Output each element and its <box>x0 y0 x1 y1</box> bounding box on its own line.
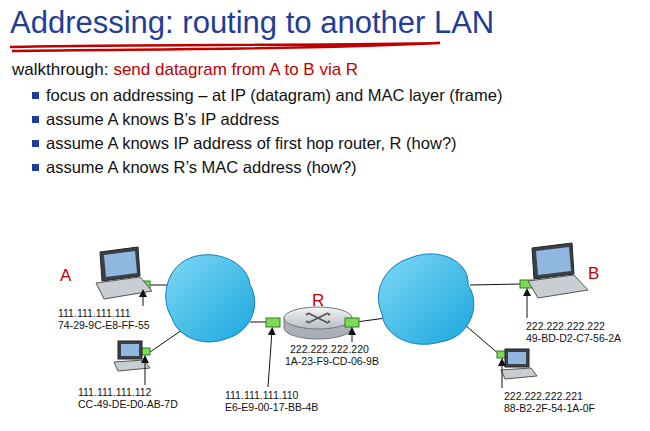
mac-address: E6-E9-00-17-BB-4B <box>225 401 318 413</box>
laptop-icon <box>528 243 588 298</box>
bullet-text: assume A knows R’s MAC address (how?) <box>46 158 357 177</box>
mac-address: 88-B2-2F-54-1A-0F <box>504 402 595 414</box>
bullet-text: focus on addressing – at IP (datagram) a… <box>46 86 502 105</box>
bullet-marker <box>32 92 39 99</box>
ip-address: 222.222.222.222 <box>526 320 605 332</box>
intro-text: send datagram from A to B via R <box>113 60 358 80</box>
mac-address: 49-BD-D2-C7-56-2A <box>526 332 621 344</box>
ip-address: 111.111.111.110 <box>225 389 298 401</box>
lan-cloud <box>166 255 255 342</box>
router-icon <box>284 307 352 339</box>
lan-cloud <box>378 254 473 344</box>
intro-text: walkthrough: <box>12 60 108 80</box>
ip-address: 111.111.111.112 <box>78 386 151 398</box>
slide-title: Addressing: routing to another LAN <box>10 5 494 41</box>
mac-address: 1A-23-F9-CD-06-9B <box>285 355 379 367</box>
ip-address: 111.111.111.111 <box>58 307 131 319</box>
bullet-marker <box>32 140 39 147</box>
title-underline <box>10 43 440 51</box>
host-name: A <box>60 266 71 286</box>
bullet-marker <box>32 164 39 171</box>
ip-address: 222.222.222.220 <box>290 343 369 355</box>
desktop-icon <box>501 349 537 379</box>
host-name: B <box>588 264 599 284</box>
router-name: R <box>312 291 324 311</box>
ip-address: 222.222.222.221 <box>504 390 583 402</box>
bullet-marker <box>32 116 39 123</box>
bullet-text: assume A knows B’s IP address <box>46 110 279 129</box>
mac-address: CC-49-DE-D0-AB-7D <box>78 398 178 410</box>
laptop-icon <box>96 247 152 299</box>
mac-address: 74-29-9C-E8-FF-55 <box>58 319 150 331</box>
bullet-text: assume A knows IP address of first hop r… <box>46 134 457 153</box>
